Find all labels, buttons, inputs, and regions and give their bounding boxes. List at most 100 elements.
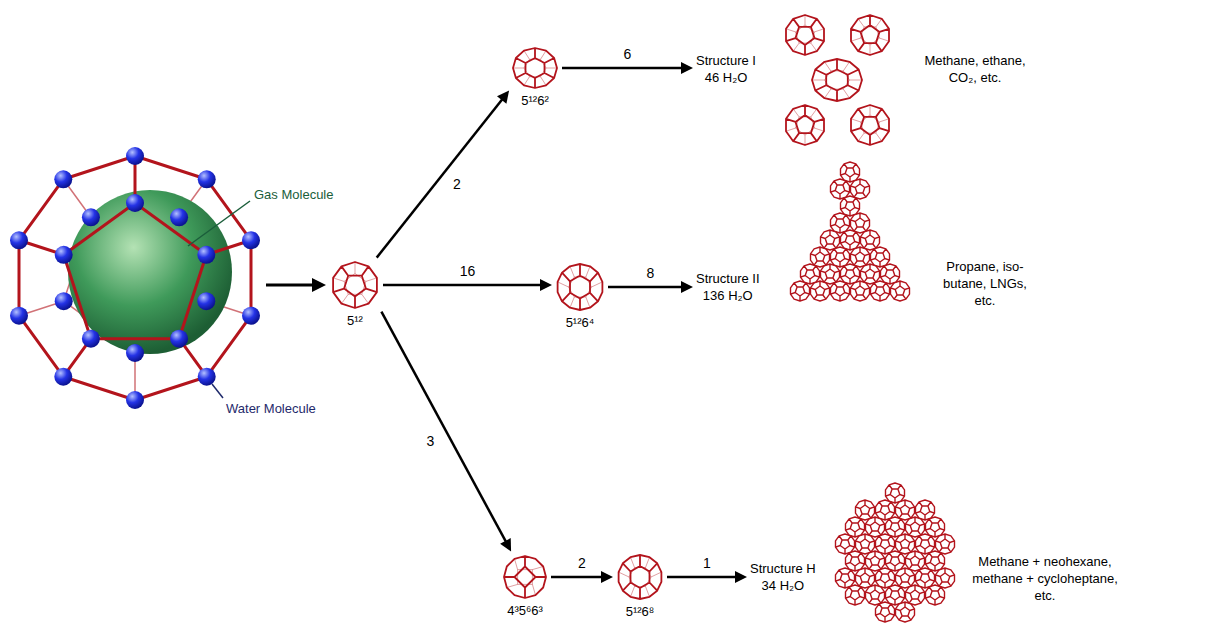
cage-edges [841,230,860,250]
cage-edges [926,551,945,571]
arrow-head [497,91,509,104]
water-molecule-sphere [126,194,144,212]
arrow-head [500,538,511,551]
cage-edges [836,568,855,588]
water-count: 136 H₂O [696,287,760,304]
guest-gas-note: Methane + neohexane, methane + cyclohept… [965,553,1125,604]
water-count: 46 H₂O [696,69,756,86]
cage-edges [916,568,935,588]
cage-edges [856,500,875,520]
arrow-line [667,576,736,579]
hydrate-cage: 5¹² [330,260,380,310]
cage-edges [821,230,840,250]
water-molecule-sphere [170,330,188,348]
arrow-head [312,278,326,292]
hydrate-cage: 5¹²6⁸ [616,553,664,601]
cage-edges [791,281,810,301]
edge-count: 8 [645,265,657,281]
arrow-head [735,571,747,583]
hydrate-cage: 4³5⁶6³ [502,554,548,600]
cage-edges [831,247,850,267]
cage-edges [801,264,820,284]
arrow-line [381,312,506,542]
cage-edges [851,179,870,199]
cage-name: 5¹²6² [521,93,548,108]
cage-outline [502,554,548,600]
cage-hidden-edges [19,179,251,400]
cage-edges [841,162,860,182]
hydrate-cage: 5¹²6⁴ [555,262,605,312]
edge-count: 6 [622,46,634,62]
cage-edges [916,500,935,520]
cage-edges [851,281,870,301]
edge-count: 1 [701,555,713,571]
water-molecule-sphere [197,292,215,310]
arrow-line [608,286,682,289]
cage-name: 5¹²6⁴ [566,315,595,330]
flow-arrow [562,62,693,74]
cage-edges [881,264,900,284]
cage-edges [504,556,546,598]
cage-edges [821,264,840,284]
water-molecule-sphere [197,246,215,264]
cage-edges [926,517,945,537]
cage-name: 4³5⁶6³ [507,603,543,618]
cage-edges [876,602,895,622]
flow-arrow [383,279,552,291]
structure-label: Structure II136 H₂O [696,270,760,304]
cage-edges [891,281,910,301]
cage-edges [936,568,955,588]
cage-edges [906,517,925,537]
cage-edges [896,568,915,588]
arrow-head [681,62,693,74]
cage-edges [886,551,905,571]
cage-outline [511,46,559,90]
cage-edges [886,585,905,605]
leader-line [188,201,250,246]
water-molecule-sphere [126,344,144,362]
cage-edges [866,551,885,571]
cage-edges [786,105,824,145]
cage-edges [846,551,865,571]
cage-edges [896,602,915,622]
cage-edges [926,585,945,605]
cage-edges [831,213,850,233]
flow-arrow [551,571,613,583]
cage-edges [876,534,895,554]
cage-edges [866,517,885,537]
cage-name: 5¹²6⁸ [626,604,655,619]
water-molecule-sphere [198,368,216,386]
cage-outline [555,262,605,312]
water-molecule-sphere [126,391,144,409]
cage-edges [831,179,850,199]
cage-edges [886,483,905,503]
water-molecule-sphere [54,368,72,386]
structure-name: Structure H [750,560,816,577]
cage-edges [876,568,895,588]
guest-gas-note: Methane, ethane, CO₂, etc. [915,52,1035,86]
water-molecule-sphere [170,208,188,226]
structure-h-cluster [836,483,955,622]
structure-name: Structure II [696,270,760,287]
cage-edges [916,534,935,554]
water-molecule-sphere [82,208,100,226]
water-molecule-sphere [198,170,216,188]
water-count: 34 H₂O [750,577,816,594]
guest-gas-note: Propane, iso-butane, LNGs, etc. [943,258,1027,309]
edge-count: 2 [451,176,463,192]
water-molecule-sphere [126,147,144,165]
cage-edges [861,264,880,284]
structure-name: Structure I [696,52,756,69]
cage-edges [896,534,915,554]
structure-i-cluster [786,15,889,145]
edge-count: 16 [458,263,478,279]
cage-edges [619,555,662,599]
water-molecule-sphere [54,170,72,188]
cage-edges [851,105,889,145]
cage-edges [836,534,855,554]
arrow-line [266,284,314,287]
cage-edges [846,517,865,537]
cage-edges [841,196,860,216]
